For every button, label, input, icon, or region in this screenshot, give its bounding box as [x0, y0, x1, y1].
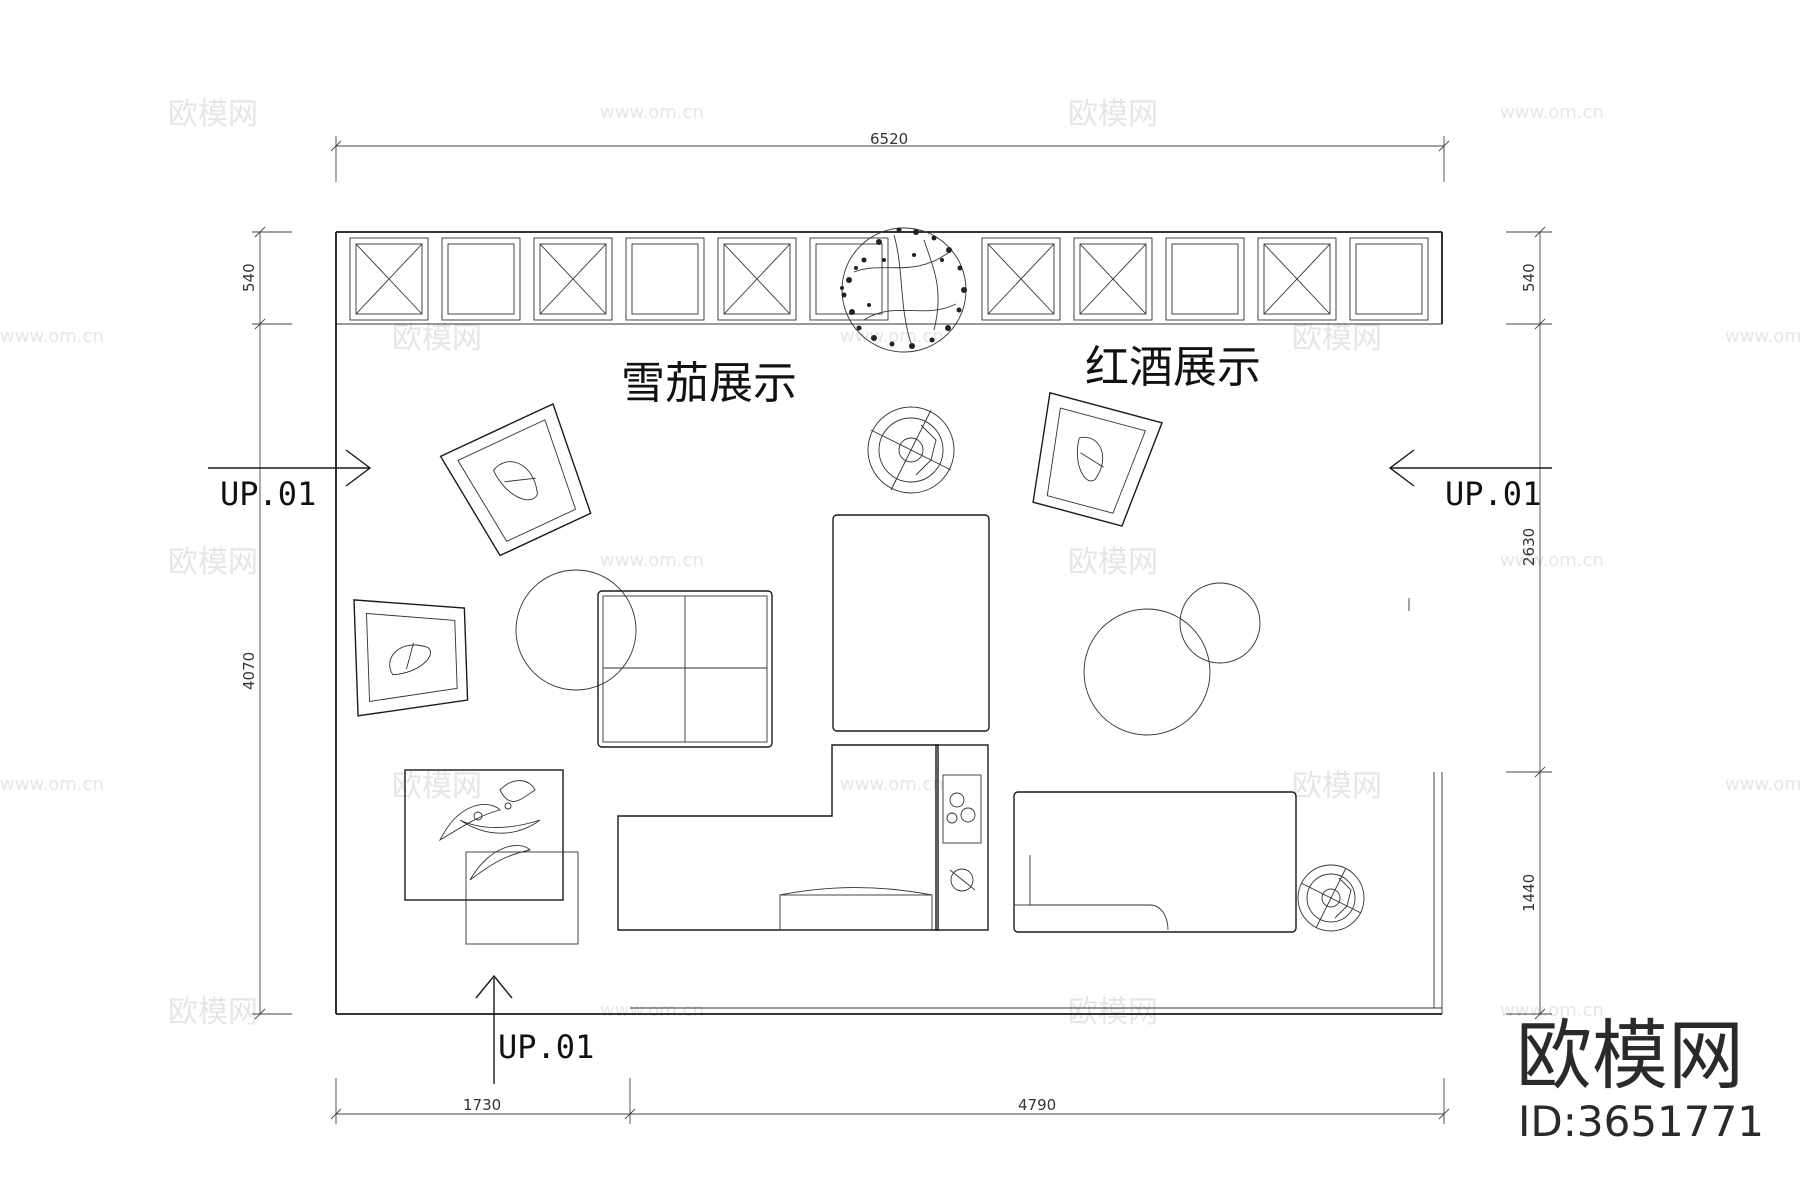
- lounge-chair: [353, 599, 469, 717]
- section-arrow-icon: [1388, 449, 1415, 487]
- watermark-url: www.om.cn: [1725, 326, 1800, 347]
- zone-label-cigar: 雪茄展示: [621, 358, 797, 409]
- side-table-round: [515, 569, 637, 691]
- brand-id: ID:3651771: [1518, 1097, 1764, 1146]
- side-table-round: [1083, 608, 1211, 736]
- watermark-layer: 欧模网 www.om.cn 欧模网 www.om.cn www.om.cn 欧模…: [0, 97, 1800, 1030]
- dimension-label: 6520: [870, 130, 908, 148]
- dimension-label: 2630: [1520, 528, 1538, 566]
- bar-counter: [935, 744, 989, 931]
- display-cabinet-row: [349, 237, 1429, 321]
- watermark-logo: 欧模网: [168, 97, 258, 132]
- sofa-right: [1013, 791, 1297, 933]
- dimension-label: 1730: [463, 1096, 501, 1114]
- watermark-url: www.om.cn: [0, 326, 104, 347]
- decorative-table: [404, 769, 579, 945]
- square-ottoman: [597, 590, 773, 748]
- section-marker-left: UP.01: [208, 449, 372, 513]
- dimension-label: 1440: [1520, 874, 1538, 912]
- watermark-logo: 欧模网: [1292, 321, 1382, 356]
- watermark-logo: 欧模网: [392, 769, 482, 804]
- dimension-right: 540 2630 1440: [1506, 226, 1552, 1020]
- section-arrow-icon: [475, 974, 513, 999]
- dimension-label: 4790: [1018, 1096, 1056, 1114]
- section-marker-right: UP.01: [1388, 449, 1552, 513]
- watermark-logo: 欧模网: [1068, 995, 1158, 1030]
- section-label: UP.01: [220, 475, 316, 513]
- dimension-bottom: 1730 4790: [330, 1078, 1450, 1124]
- dimension-top: 6520: [330, 130, 1450, 182]
- dimension-label: 540: [240, 263, 258, 292]
- room-walls: [335, 231, 1443, 1015]
- lounge-chair: [1032, 391, 1163, 527]
- watermark-logo: 欧模网: [1068, 97, 1158, 132]
- watermark-url: www.om.cn: [1500, 1000, 1604, 1021]
- watermark-logo: 欧模网: [1068, 545, 1158, 580]
- watermark-url: www.om.cn: [840, 326, 944, 347]
- lounge-chair: [439, 402, 592, 557]
- dimension-label: 540: [1520, 263, 1538, 292]
- side-table-round: [1179, 582, 1261, 664]
- watermark-logo: 欧模网: [168, 545, 258, 580]
- zone-label-wine: 红酒展示: [1085, 342, 1261, 393]
- watermark-logo: 欧模网: [1292, 769, 1382, 804]
- plant-icon: [1297, 864, 1365, 932]
- watermark-url: www.om.cn: [1500, 550, 1604, 571]
- watermark-url: www.om.cn: [600, 550, 704, 571]
- plant-icon: [867, 406, 955, 494]
- dimension-label: 4070: [240, 652, 258, 690]
- plant-icon: [840, 227, 967, 353]
- brand-logo: 欧模网: [1516, 1011, 1744, 1100]
- watermark-url: www.om.cn: [600, 1000, 704, 1021]
- sofa-left: [617, 744, 939, 931]
- dimension-left: 540 4070: [240, 226, 292, 1020]
- coffee-table: [832, 514, 990, 732]
- section-label: UP.01: [1445, 475, 1541, 513]
- section-arrow-icon: [345, 449, 372, 487]
- watermark-logo: 欧模网: [168, 995, 258, 1030]
- watermark-url: www.om.cn: [1725, 774, 1800, 795]
- watermark-url: www.om.cn: [840, 774, 944, 795]
- watermark-url: www.om.cn: [0, 774, 104, 795]
- section-label: UP.01: [498, 1028, 594, 1066]
- watermark-url: www.om.cn: [1500, 102, 1604, 123]
- watermark-url: www.om.cn: [600, 102, 704, 123]
- watermark-logo: 欧模网: [392, 321, 482, 356]
- section-marker-bottom: UP.01: [475, 974, 594, 1084]
